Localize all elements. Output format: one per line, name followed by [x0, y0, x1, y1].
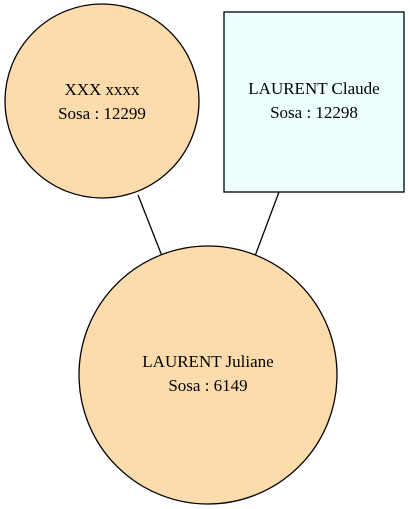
edge-father-to-child: [254, 191, 280, 257]
node-child-name: LAURENT Juliane: [142, 352, 273, 371]
node-child-sosa: Sosa : 6149: [168, 376, 247, 395]
node-mother-sosa: Sosa : 12299: [58, 104, 146, 123]
edge-mother-to-child: [137, 194, 163, 257]
node-father-sosa: Sosa : 12298: [270, 103, 358, 122]
node-child-shape: [78, 245, 338, 505]
node-child[interactable]: LAURENT Juliane Sosa : 6149: [78, 245, 338, 505]
node-mother-shape: [4, 3, 200, 199]
node-mother-name: XXX xxxx: [64, 80, 140, 99]
node-father[interactable]: LAURENT Claude Sosa : 12298: [223, 11, 405, 193]
node-father-shape: [223, 11, 405, 193]
node-mother[interactable]: XXX xxxx Sosa : 12299: [4, 3, 200, 199]
node-father-name: LAURENT Claude: [248, 79, 379, 98]
